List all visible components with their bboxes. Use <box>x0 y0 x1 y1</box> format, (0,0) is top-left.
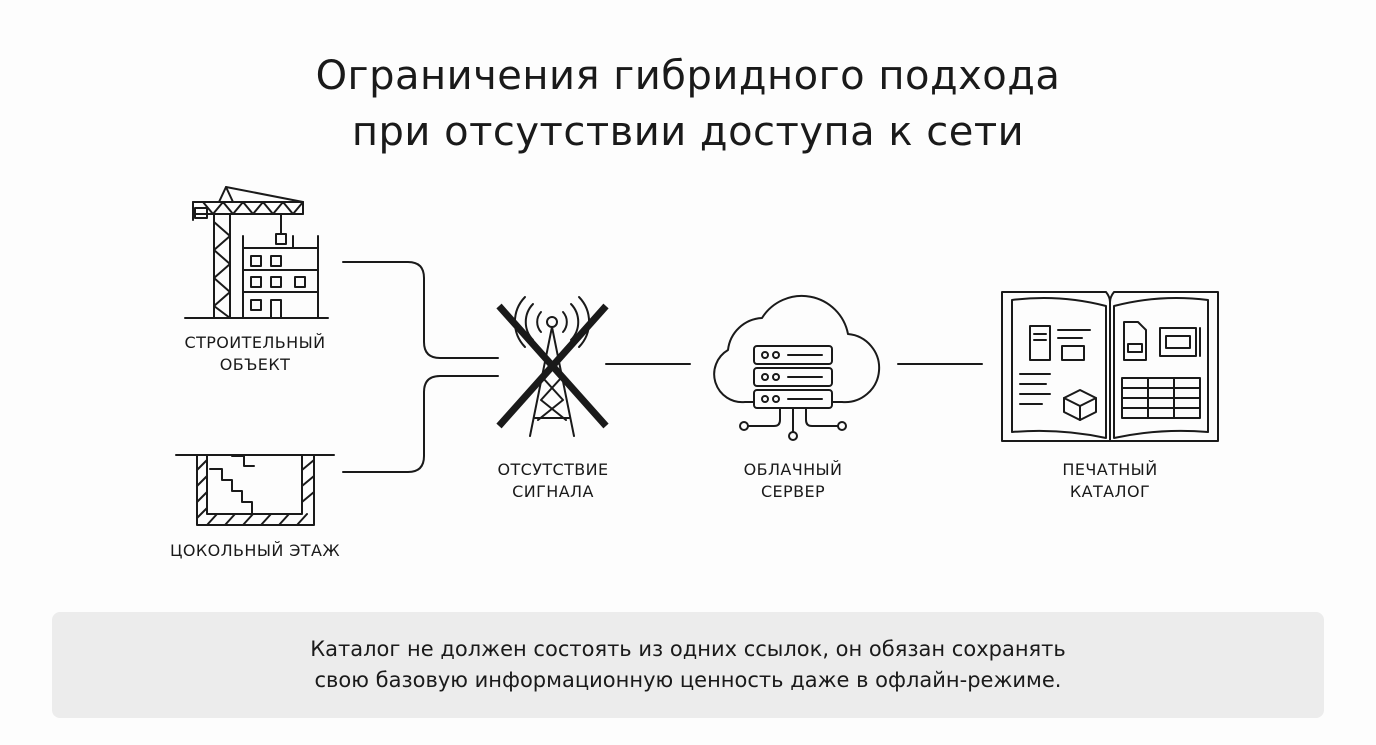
label-printed-catalog: Печатный каталог <box>1010 459 1210 503</box>
label-signal-line-2: сигнала <box>512 482 594 501</box>
label-catalog-line-1: Печатный <box>1062 460 1158 479</box>
crane-building-icon <box>184 186 329 319</box>
label-no-signal: Отсутствие сигнала <box>453 459 653 503</box>
connector-lines <box>342 261 983 473</box>
cloud-server-icon <box>713 294 881 441</box>
label-cloud-server: Облачный сервер <box>693 459 893 503</box>
label-basement-line-1: Цокольный этаж <box>170 541 340 560</box>
label-basement: Цокольный этаж <box>145 540 365 562</box>
label-construction-line-2: объект <box>219 355 291 374</box>
label-cloud-line-2: сервер <box>760 482 826 501</box>
crossed-antenna-icon <box>496 296 609 437</box>
basement-stairs-icon <box>175 454 335 526</box>
connector-basement-signal <box>342 375 499 473</box>
label-signal-line-1: Отсутствие <box>497 460 609 479</box>
note-line-2: свою базовую информационную ценность даж… <box>314 668 1062 692</box>
label-construction-line-1: Строительный <box>184 333 326 352</box>
title-line-2: при отсутствии доступа к сети <box>351 109 1025 155</box>
connector-construction-signal <box>342 261 499 359</box>
title-line-1: Ограничения гибридного подхода <box>315 53 1061 99</box>
label-catalog-line-2: каталог <box>1069 482 1151 501</box>
note-line-1: Каталог не должен состоять из одних ссыл… <box>310 637 1066 661</box>
open-book-icon <box>1001 291 1219 442</box>
label-construction-site: Строительный объект <box>155 332 355 376</box>
label-cloud-line-1: Облачный <box>743 460 843 479</box>
note-box: Каталог не должен состоять из одних ссыл… <box>52 612 1324 718</box>
page-title: Ограничения гибридного подхода при отсут… <box>0 48 1376 160</box>
